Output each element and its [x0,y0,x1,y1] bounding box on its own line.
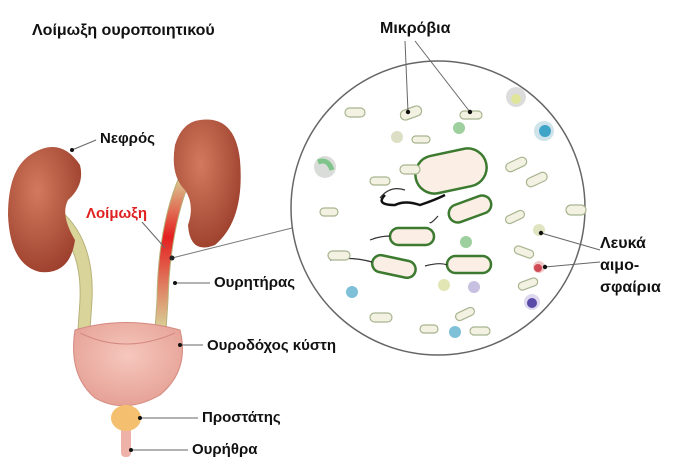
right-ureter [154,174,191,331]
label-urethra: Ουρήθρα [192,441,258,458]
bladder [73,322,183,407]
label-kidney: Νεφρός [100,130,155,147]
spirochete [380,193,446,207]
diagram-title: Λοίμωξη ουροποιητικού [32,22,215,39]
left-kidney [8,147,82,273]
pointer-lines [71,40,601,451]
label-bladder: Ουροδόχος κύστη [207,337,336,354]
label-wbc-line1: Λευκά [600,235,646,252]
label-wbc-line3: σφαίρια [600,279,661,296]
label-microbes: Μικρόβια [380,20,451,37]
prostate [111,405,141,431]
label-white-blood-cells: Λευκά αιμο- σφαίρια [600,233,661,299]
label-prostate: Προστάτης [202,409,281,426]
label-ureter: Ουρητήρας [214,274,295,291]
right-kidney [173,119,241,248]
bacteria [370,147,493,280]
label-infection: Λοίμωξη [86,205,148,222]
white-blood-cells [314,87,554,338]
large-bacterium [414,147,488,195]
label-wbc-line2: αιμο- [600,257,640,274]
